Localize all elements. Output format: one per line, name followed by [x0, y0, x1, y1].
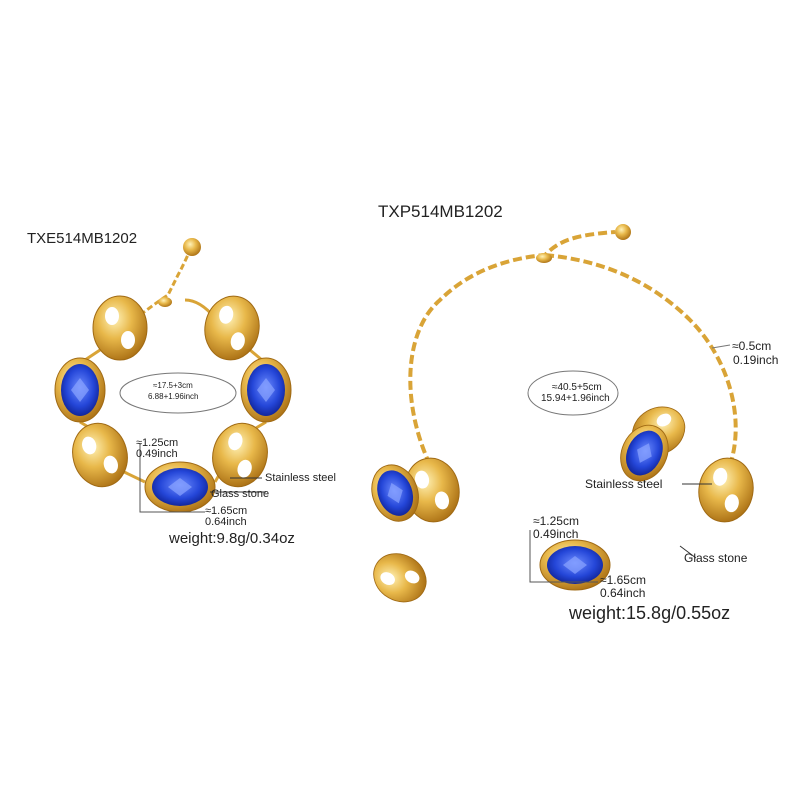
chain-width-inch: 0.19inch — [733, 353, 779, 367]
length-ellipse — [527, 370, 619, 416]
necklace — [363, 224, 759, 612]
length-ellipse — [119, 372, 237, 414]
tag-disc — [615, 224, 631, 240]
bracelet-material-label: Stainless steel — [265, 472, 336, 484]
bracelet-width-cm: ≈1.65cm — [205, 505, 248, 517]
necklace-stone-label: Glass stone — [684, 551, 748, 565]
necklace-material-label: Stainless steel — [585, 477, 663, 491]
tag-disc — [183, 238, 201, 256]
bracelet-weight: weight:9.8g/0.34oz — [169, 530, 295, 547]
bracelet-length-cm: ≈17.5+3cm — [153, 381, 193, 390]
necklace-weight: weight:15.8g/0.55oz — [569, 603, 731, 623]
bracelet-stone-label: Glass stone — [211, 488, 270, 500]
bracelet-height-cm: ≈1.25cm — [136, 437, 179, 449]
bracelet-length-inch: 6.88+1.96inch — [148, 392, 199, 401]
necklace-width-inch: 0.64inch — [600, 586, 646, 600]
necklace-height-inch: 0.49inch — [533, 527, 579, 541]
necklace-width-cm: ≈1.65cm — [600, 573, 646, 587]
bracelet-width-inch: 0.64inch — [205, 516, 247, 528]
bracelet-sku: TXE514MB1202 — [27, 230, 138, 247]
necklace-length-inch: 15.94+1.96inch — [541, 393, 610, 404]
clasp — [158, 297, 172, 307]
necklace-length-cm: ≈40.5+5cm — [552, 382, 602, 393]
necklace-height-cm: ≈1.25cm — [533, 514, 579, 528]
bracelet-height-inch: 0.49inch — [136, 448, 178, 460]
bracelet — [54, 238, 292, 513]
chain-width-cm: ≈0.5cm — [732, 339, 772, 353]
necklace-sku: TXP514MB1202 — [378, 202, 503, 221]
